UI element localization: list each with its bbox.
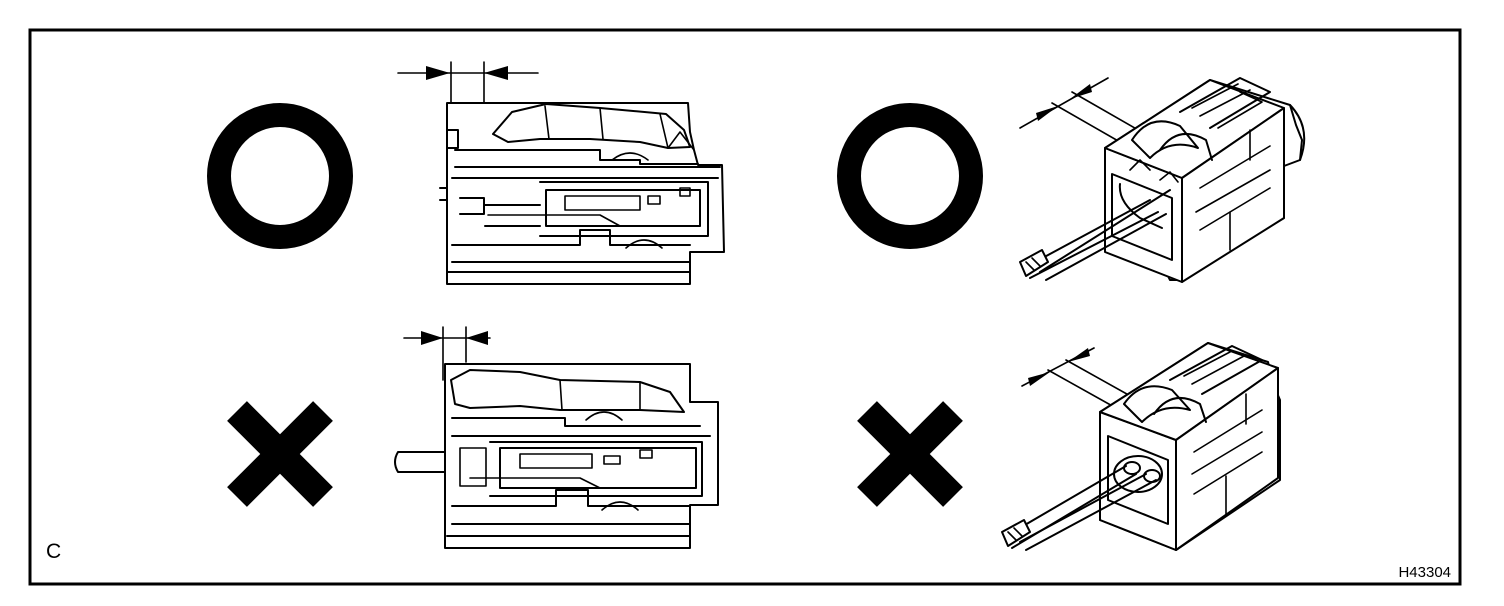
- connector-iso-correct: [1019, 77, 1306, 283]
- connector-iso-incorrect: [1001, 342, 1281, 551]
- incorrect-mark-icon: [857, 401, 963, 507]
- connector-section-incorrect: [394, 326, 719, 549]
- correct-mark-icon: [837, 103, 983, 249]
- correct-mark-icon: [207, 103, 353, 249]
- connector-section-correct: [397, 61, 725, 285]
- incorrect-mark-icon: [227, 401, 333, 507]
- figure-code-label: H43304: [1398, 564, 1451, 581]
- corner-label: C: [46, 540, 61, 563]
